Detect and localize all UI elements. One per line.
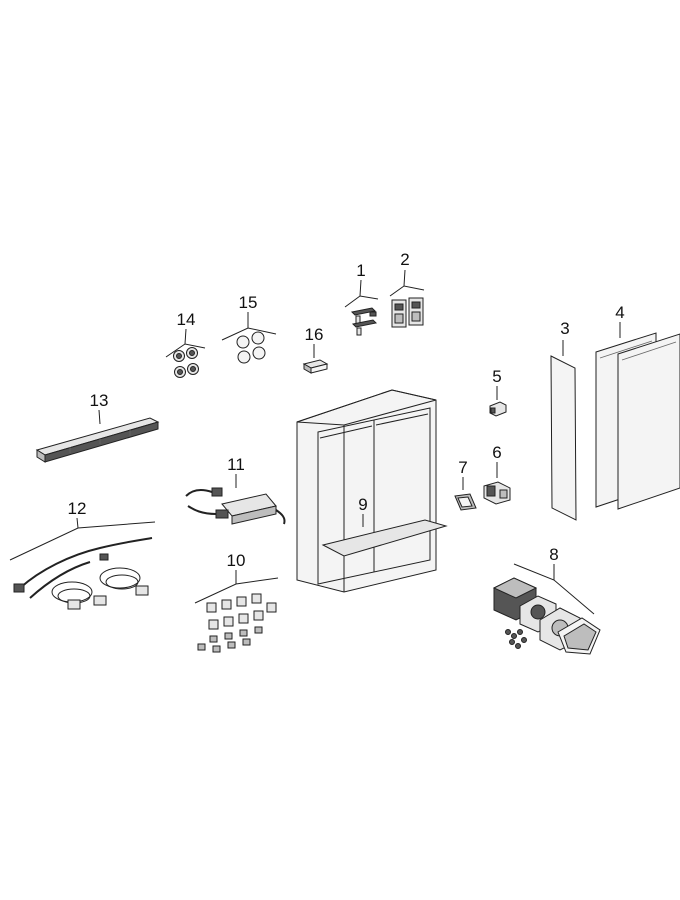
part-7-sensor-cover: 7 xyxy=(454,458,477,511)
part-1-mounting-brackets: 1 xyxy=(344,261,379,336)
part-11-power-supply: 11 xyxy=(185,455,286,525)
label-1: 1 xyxy=(356,261,365,280)
label-9: 9 xyxy=(358,495,367,514)
part-8-socket-set: 8 xyxy=(492,545,601,655)
label-3: 3 xyxy=(560,319,569,338)
part-12-cable-set: 12 xyxy=(9,499,156,610)
cabinet-body xyxy=(296,389,437,593)
part-10-clip-set: 10 xyxy=(194,551,279,653)
label-14: 14 xyxy=(177,310,196,329)
label-16: 16 xyxy=(305,325,324,344)
part-9-glass-shelf: 9 xyxy=(321,495,448,557)
part-6-switch: 6 xyxy=(483,443,511,505)
part-13-light-bar: 13 xyxy=(35,391,160,463)
label-15: 15 xyxy=(239,293,258,312)
label-2: 2 xyxy=(400,250,409,269)
part-4-mirror-doors: 4 xyxy=(595,303,680,510)
label-6: 6 xyxy=(492,443,501,462)
label-7: 7 xyxy=(458,458,467,477)
part-16-block: 16 xyxy=(302,325,329,374)
part-2-hanging-fittings: 2 xyxy=(389,250,425,328)
part-3-side-mirror: 3 xyxy=(550,319,577,521)
label-11: 11 xyxy=(227,455,245,474)
label-10: 10 xyxy=(227,551,246,570)
label-4: 4 xyxy=(615,303,624,322)
label-8: 8 xyxy=(549,545,558,564)
label-13: 13 xyxy=(90,391,109,410)
label-5: 5 xyxy=(492,367,501,386)
label-12: 12 xyxy=(68,499,87,518)
part-14-round-pads: 14 xyxy=(165,310,206,378)
part-15-round-caps: 15 xyxy=(221,293,277,364)
part-5-plug: 5 xyxy=(489,367,507,417)
